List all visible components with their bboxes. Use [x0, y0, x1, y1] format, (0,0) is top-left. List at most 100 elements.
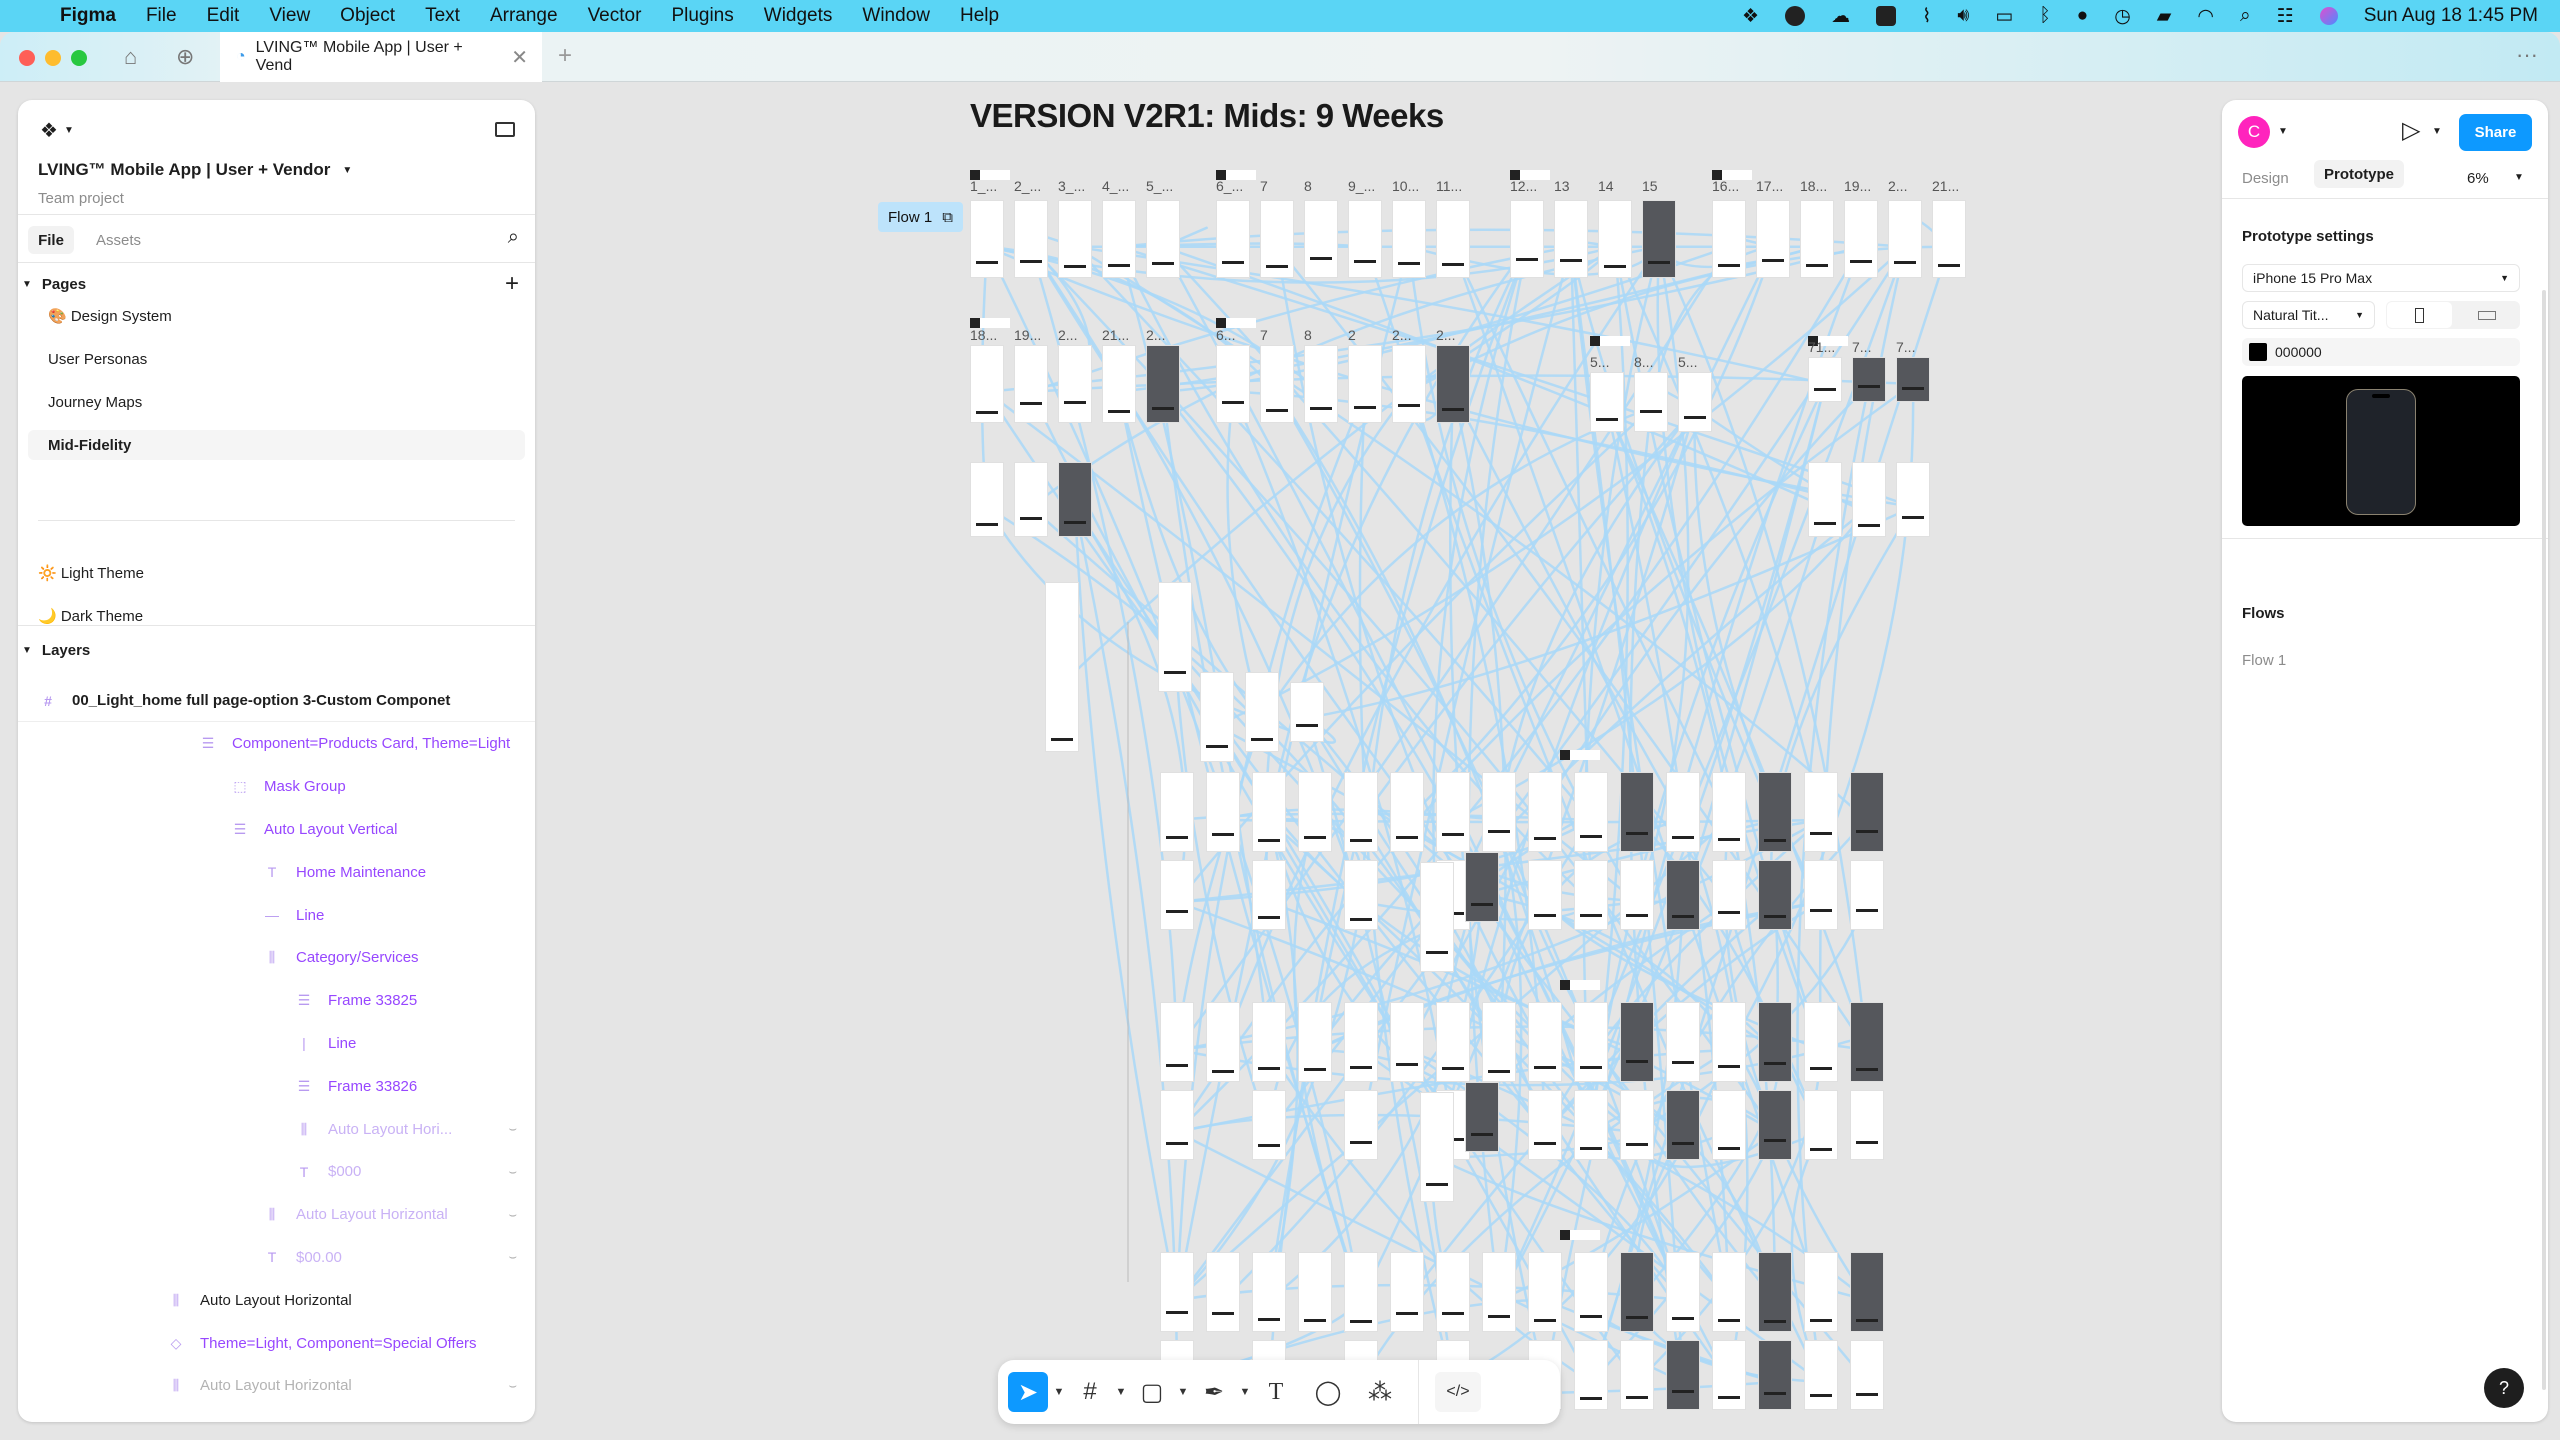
screen-frame[interactable]: [1160, 1252, 1194, 1332]
screen-frame[interactable]: [1678, 372, 1712, 432]
menu-plugins[interactable]: Plugins: [671, 5, 734, 26]
screen-frame[interactable]: [1574, 860, 1608, 930]
menu-app[interactable]: Figma: [60, 5, 116, 26]
siri-icon[interactable]: [2319, 7, 2338, 25]
text-tool[interactable]: T: [1268, 1378, 1284, 1405]
screen-frame[interactable]: [1465, 1082, 1499, 1152]
screen-frame[interactable]: [1808, 462, 1842, 537]
screen-frame[interactable]: [1344, 1090, 1378, 1160]
screen-frame[interactable]: [1850, 1252, 1884, 1332]
menu-vector[interactable]: Vector: [587, 5, 642, 26]
help-button[interactable]: ?: [2484, 1368, 2524, 1408]
screen-frame[interactable]: [1420, 862, 1454, 972]
screen-frame[interactable]: [1804, 1340, 1838, 1410]
screen-frame[interactable]: [1804, 860, 1838, 930]
toggle-sidebar-icon[interactable]: [495, 122, 515, 137]
screen-frame[interactable]: [1058, 462, 1092, 537]
screen-frame[interactable]: [1045, 582, 1079, 752]
hidden-eye-icon[interactable]: ⌣: [508, 1163, 517, 1179]
menu-text[interactable]: Text: [425, 5, 460, 26]
chevron-down-icon[interactable]: ▼: [2514, 172, 2524, 183]
screen-frame[interactable]: [1102, 345, 1136, 423]
search-icon[interactable]: ⌕: [2240, 5, 2251, 26]
more-icon[interactable]: ···: [2516, 42, 2538, 67]
pages-section-header[interactable]: ▼Pages: [22, 276, 535, 293]
minimize-window-button[interactable]: [45, 50, 61, 66]
screen-frame[interactable]: [1528, 772, 1562, 852]
screen-frame[interactable]: [1344, 1252, 1378, 1332]
screen-frame[interactable]: [1298, 1252, 1332, 1332]
flow-starting-point[interactable]: Flow 1 ⧉: [878, 202, 963, 232]
screen-frame[interactable]: [1160, 860, 1194, 930]
screen-frame[interactable]: [1850, 772, 1884, 852]
screen-frame[interactable]: [1510, 200, 1544, 278]
screen-frame[interactable]: [1888, 200, 1922, 278]
screen-frame[interactable]: [1420, 1092, 1454, 1202]
device-select[interactable]: iPhone 15 Pro Max▼: [2242, 264, 2520, 292]
menu-object[interactable]: Object: [340, 5, 396, 26]
display-icon[interactable]: ▭: [1995, 5, 2014, 27]
screen-frame[interactable]: [1620, 860, 1654, 930]
color-hex[interactable]: 000000: [2275, 344, 2322, 360]
screen-frame[interactable]: [1574, 1002, 1608, 1082]
layer-item[interactable]: ◇Theme=Light, Component=Special ...⌣: [166, 1408, 517, 1422]
chevron-down-icon[interactable]: ▼: [2432, 126, 2442, 137]
tab-design[interactable]: Design: [2242, 170, 2289, 187]
portrait-button[interactable]: [2387, 302, 2452, 328]
layer-item[interactable]: ☰Component=Products Card, Theme=Light: [198, 723, 517, 765]
screen-frame[interactable]: [970, 200, 1004, 278]
screen-frame[interactable]: [1160, 772, 1194, 852]
menu-arrange[interactable]: Arrange: [489, 5, 558, 26]
wifi-icon[interactable]: ◠: [2197, 5, 2215, 27]
screen-frame[interactable]: [1804, 1002, 1838, 1082]
screen-frame[interactable]: [1666, 860, 1700, 930]
screen-frame[interactable]: [1574, 772, 1608, 852]
tab-file[interactable]: File: [28, 226, 74, 254]
screen-frame[interactable]: [1344, 860, 1378, 930]
screen-frame[interactable]: [1344, 1002, 1378, 1082]
screen-frame[interactable]: [1804, 772, 1838, 852]
layer-item[interactable]: ⫼Auto Layout Horizontal⌣: [262, 1194, 517, 1236]
screen-frame[interactable]: [1590, 372, 1624, 432]
layer-item[interactable]: ☰Frame 33825: [294, 980, 517, 1022]
screen-frame[interactable]: [1758, 1252, 1792, 1332]
screen-frame[interactable]: [1482, 772, 1516, 852]
figma-icon[interactable]: ❖: [1742, 5, 1760, 27]
screen-frame[interactable]: [1146, 200, 1180, 278]
screen-frame[interactable]: [1436, 345, 1470, 423]
tab-assets[interactable]: Assets: [96, 232, 142, 249]
screen-frame[interactable]: [1844, 200, 1878, 278]
screen-frame[interactable]: [1574, 1090, 1608, 1160]
user-icon[interactable]: ●: [2076, 5, 2089, 26]
screen-frame[interactable]: [1290, 682, 1324, 742]
screen-frame[interactable]: [1146, 345, 1180, 423]
screen-frame[interactable]: [1666, 1340, 1700, 1410]
screen-frame[interactable]: [1666, 1252, 1700, 1332]
screen-frame[interactable]: [1642, 200, 1676, 278]
clock[interactable]: Sun Aug 18 1:45 PM: [2363, 5, 2538, 26]
add-page-button[interactable]: +: [504, 270, 519, 297]
layer-item[interactable]: ⫼Auto Layout Horizontal: [166, 1279, 517, 1321]
screen-frame[interactable]: [1574, 1340, 1608, 1410]
background-color-field[interactable]: 000000: [2242, 338, 2520, 366]
grammarly-icon[interactable]: [1785, 6, 1806, 26]
screen-frame[interactable]: [1206, 772, 1240, 852]
screen-frame[interactable]: [1712, 1090, 1746, 1160]
rectangle-tool[interactable]: ▢: [1140, 1378, 1164, 1406]
layer-item[interactable]: ☰Frame 33826: [294, 1065, 517, 1107]
screen-frame[interactable]: [1344, 772, 1378, 852]
screen-frame[interactable]: [1436, 200, 1470, 278]
volume-icon[interactable]: 🔊︎: [1957, 5, 1970, 26]
screen-frame[interactable]: [1758, 772, 1792, 852]
menu-window[interactable]: Window: [862, 5, 930, 26]
screen-frame[interactable]: [1160, 1002, 1194, 1082]
screen-frame[interactable]: [1216, 345, 1250, 423]
avatar[interactable]: C: [2238, 116, 2270, 148]
close-tab-icon[interactable]: ✕: [511, 46, 528, 69]
chevron-down-icon[interactable]: ▼: [1053, 1386, 1065, 1398]
screen-frame[interactable]: [1620, 1090, 1654, 1160]
project-title[interactable]: LVING™ Mobile App | User + Vendor▼: [38, 160, 535, 180]
screen-frame[interactable]: [1808, 357, 1842, 402]
hidden-eye-icon[interactable]: ⌣: [508, 1421, 517, 1422]
